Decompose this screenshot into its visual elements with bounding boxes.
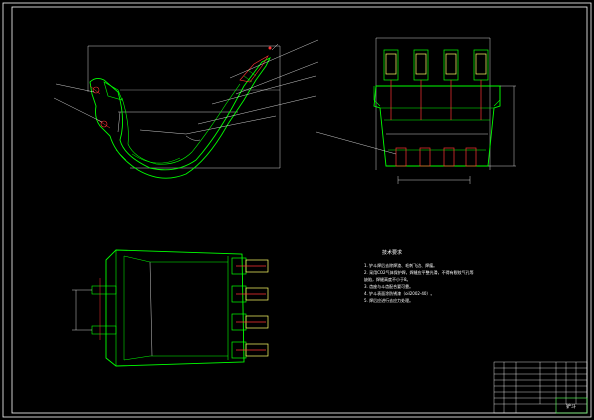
- leader-lines-side: [53, 39, 319, 135]
- hinge-boss-lower: [91, 325, 117, 335]
- tech-note-1: 1. 铲斗焊后去除焊渣、毛刺飞边、焊瘤。: [364, 263, 438, 268]
- tech-note-4: 4. 铲斗表面涂防锈漆（oil2002-40）。: [364, 291, 435, 296]
- top-view: [72, 249, 269, 367]
- tech-notes-title: 技术要求: [382, 250, 403, 256]
- title-block: [493, 361, 588, 414]
- front-teeth-top: [383, 49, 489, 120]
- tech-note-5: 5. 焊后应进行去应力处理。: [364, 298, 414, 303]
- top-view-teeth: [231, 257, 269, 359]
- hinge-pin-lower: [100, 120, 108, 128]
- front-view: [315, 37, 516, 184]
- top-plate: [103, 81, 123, 101]
- bucket-tooth-side: [239, 55, 269, 83]
- bucket-shell-inner: [121, 83, 241, 165]
- front-tooth-seats: [395, 147, 477, 167]
- inner-border: [11, 6, 588, 414]
- leader-front: [315, 131, 397, 155]
- hinge-boss-upper: [91, 285, 117, 295]
- top-view-body: [105, 249, 245, 367]
- side-view: [53, 39, 319, 179]
- tech-note-3: 3. 齿座与斗齿配合要可靠。: [364, 284, 414, 289]
- title-block-label: 铲斗: [566, 403, 576, 410]
- tech-note-2-cont: 缺陷，焊缝高度不小于8。: [364, 277, 411, 282]
- tech-note-2: 2. 采用CO2气体保护焊，焊缝应平整光滑，不得有裂纹气孔等: [364, 270, 474, 275]
- mark-dot: [268, 46, 272, 50]
- hinge-pin-upper: [92, 86, 100, 94]
